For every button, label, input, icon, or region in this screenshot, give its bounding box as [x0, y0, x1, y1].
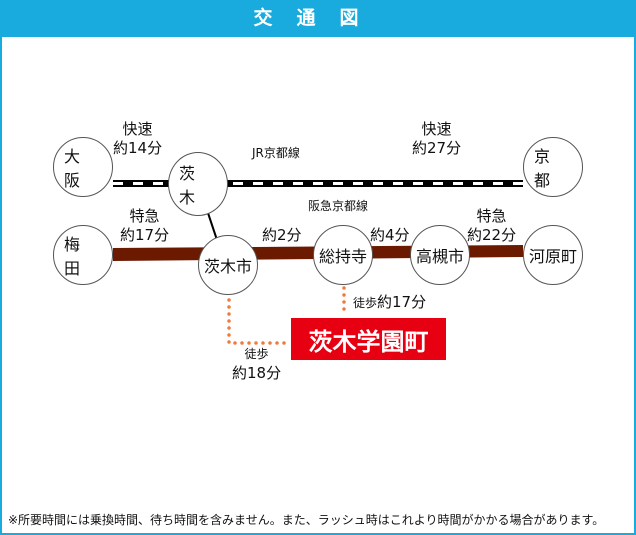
segment-ibarakishi-sojiji: 約2分: [262, 226, 302, 244]
walk-from-ibarakishi: 徒歩 約18分: [232, 345, 281, 383]
segment-osaka-ibaraki: 快速 約14分: [113, 120, 162, 158]
station-sojiji: 総持寺: [313, 225, 373, 285]
station-kyoto: 京都: [523, 137, 583, 197]
segment-takatsuki-kawaramachi: 特急 約22分: [467, 207, 516, 245]
station-ibaraki-shi: 茨木市: [198, 235, 258, 295]
station-umeda: 梅田: [53, 225, 113, 285]
page-title: 交通図: [0, 0, 636, 37]
train-type: 特急: [129, 207, 160, 225]
segment-sojiji-takatsuki: 約4分: [370, 226, 410, 244]
travel-time: 約17分: [120, 226, 170, 244]
walk-time: 約17分: [377, 293, 427, 311]
destination-label: 茨木学園町: [291, 318, 446, 360]
hankyu-line-label: 阪急京都線: [308, 199, 369, 213]
station-kawaramachi: 河原町: [523, 225, 583, 285]
train-type: 快速: [421, 120, 452, 138]
jr-line-label: JR京都線: [252, 146, 300, 160]
station-takatsuki-shi: 高槻市: [410, 225, 470, 285]
train-type: 快速: [122, 120, 153, 138]
travel-time: 約27分: [412, 139, 462, 157]
walk-label: 徒歩: [244, 347, 269, 361]
travel-time: 約14分: [113, 139, 163, 157]
station-ibaraki: 茨木: [168, 152, 228, 216]
walk-label: 徒歩: [353, 296, 378, 310]
station-osaka: 大阪: [53, 137, 113, 197]
walk-route-ibarakishi: [227, 298, 292, 345]
segment-ibaraki-kyoto: 快速 約27分: [412, 120, 461, 158]
walk-time: 約18分: [232, 364, 282, 382]
train-type: 特急: [476, 207, 507, 225]
walk-from-sojiji: 徒歩約17分: [353, 293, 426, 313]
travel-time: 約22分: [467, 226, 517, 244]
segment-umeda-ibarakishi: 特急 約17分: [120, 207, 169, 245]
footnote: ※所要時間には乗換時間、待ち時間を含みません。また、ラッシュ時はこれより時間がか…: [8, 513, 605, 527]
transfer-link: [206, 209, 218, 241]
